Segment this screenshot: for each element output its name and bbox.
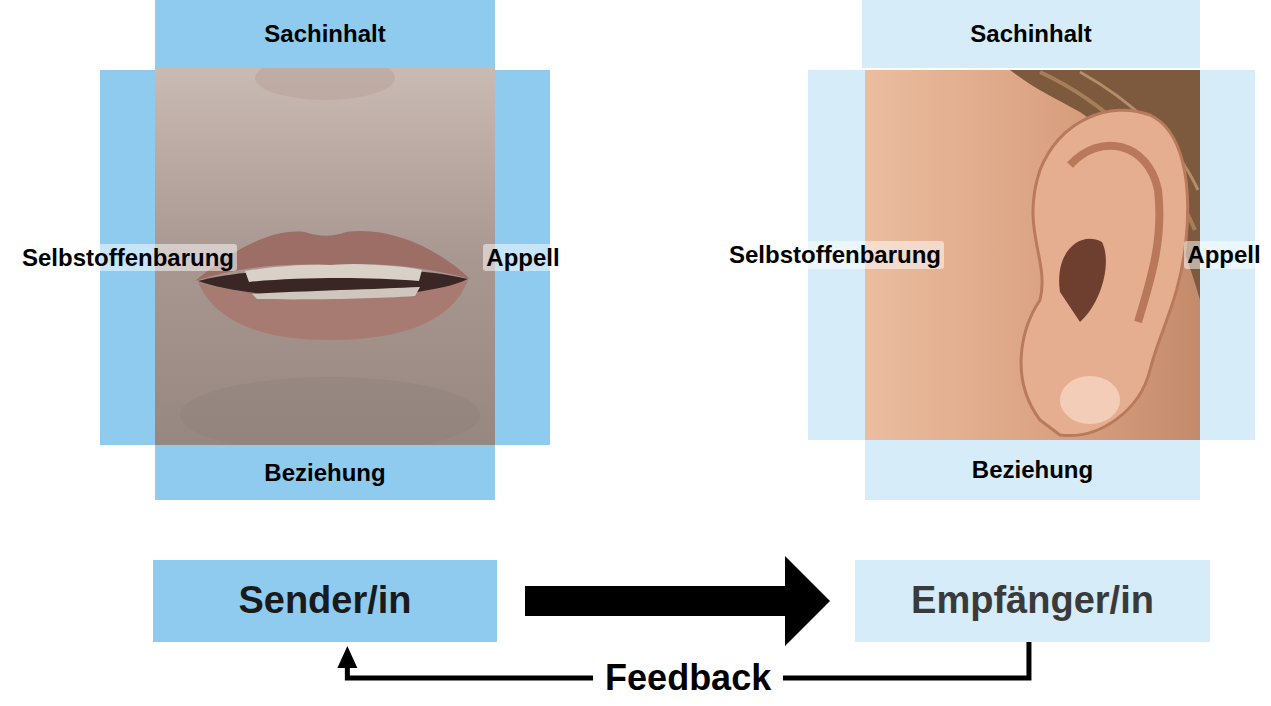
lower-teeth [252, 287, 420, 299]
band-label: Appell [1184, 241, 1263, 269]
band-label: Appell [483, 244, 562, 272]
box-label: Sachinhalt [970, 20, 1091, 48]
connector [525, 556, 830, 646]
receiver-box: Empfänger/in [855, 560, 1210, 642]
edge-label: Feedback [593, 658, 783, 698]
sender-box: Sender/in [153, 560, 497, 642]
box-label: Empfänger/in [911, 579, 1154, 623]
appeal-band: Appell [1181, 70, 1267, 440]
thick-arrow [525, 556, 830, 646]
upper-teeth [245, 264, 422, 282]
box-label: Beziehung [972, 456, 1093, 484]
appeal-band: Appell [480, 70, 566, 445]
band-label: Selbstoffenbarung [726, 241, 944, 269]
arrow-head [337, 646, 357, 668]
content-band: Sachinhalt [862, 0, 1200, 68]
box-label: Beziehung [264, 459, 385, 487]
ear-lobe [1060, 376, 1120, 424]
box-label: Sender/in [238, 579, 411, 623]
edge-label-text: Feedback [605, 657, 771, 698]
box-label: Sachinhalt [264, 20, 385, 48]
band-label: Selbstoffenbarung [19, 244, 237, 272]
self-revelation-band: Selbstoffenbarung [723, 70, 948, 440]
relationship-band: Beziehung [155, 445, 495, 500]
self-revelation-band: Selbstoffenbarung [16, 70, 241, 445]
content-band: Sachinhalt [155, 0, 495, 68]
relationship-band: Beziehung [865, 440, 1200, 500]
ear-concha [1059, 239, 1106, 322]
chin-shadow [180, 377, 480, 453]
ear-outline [1021, 110, 1188, 435]
